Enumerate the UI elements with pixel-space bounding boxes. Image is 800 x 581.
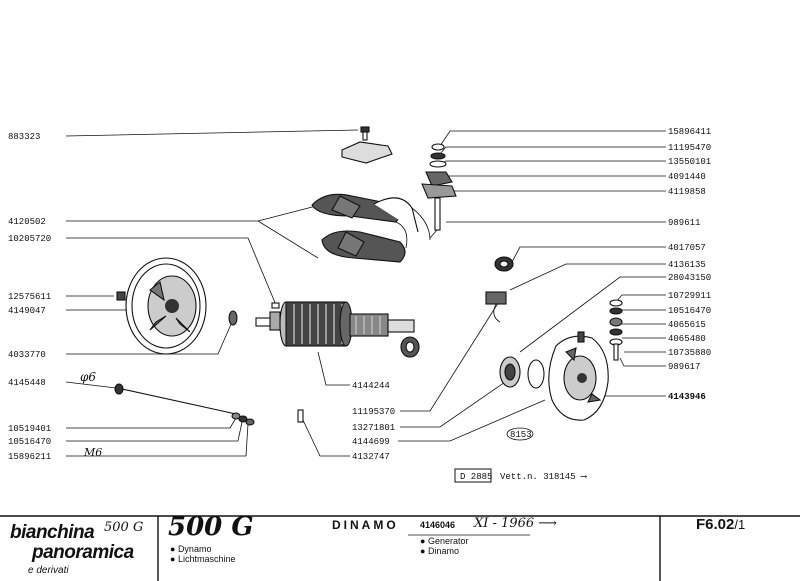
callout-10516470-left: 10516470: [8, 437, 51, 447]
pin-4132747-icon: [297, 409, 304, 423]
callout-4017057: 4017057: [668, 243, 706, 253]
callout-4144244: 4144244: [352, 381, 390, 391]
revision-stamp: [506, 427, 534, 441]
brand-line3: e derivati: [28, 565, 69, 576]
reference-note: D 2885 Vett.n. 318145 ⟶: [454, 468, 587, 483]
leader-11195470: [439, 146, 666, 155]
leader-13271801: [400, 379, 509, 428]
right-callouts: 15896411 11195470 13550101 4091440 41198…: [439, 127, 711, 402]
title-block: bianchina 500 G panoramica e derivati 50…: [0, 512, 800, 581]
callout-12575611: 12575611: [8, 292, 51, 302]
end-cover-pulley-icon: [116, 257, 207, 355]
reference-box: [454, 468, 492, 483]
callout-4120502: 4120502: [8, 217, 46, 227]
leader-15896411: [439, 130, 666, 147]
leader-10516470-left: [66, 421, 243, 442]
callout-4033770: 4033770: [8, 350, 46, 360]
callout-4065480: 4065480: [668, 334, 706, 344]
callout-4144699: 4144699: [352, 437, 390, 447]
desc-de-item: ● Lichtmaschine: [170, 554, 236, 564]
handwritten-m6: M6: [83, 446, 102, 459]
callout-4149047: 4149047: [8, 306, 46, 316]
leader-11195370: [400, 299, 501, 412]
leader-28043150: [519, 276, 666, 353]
leader-10519401: [66, 417, 237, 429]
leader-13550101: [439, 160, 666, 165]
callout-4132747: 4132747: [352, 452, 390, 462]
reference-note-text: Vett.n. 318145 ⟶: [500, 472, 587, 482]
end-housing-icon: [548, 331, 609, 421]
callout-989617: 989617: [668, 362, 700, 372]
clamp-plate-icon: [341, 141, 393, 164]
leader-4144699: [398, 399, 546, 442]
leader-4145448: [65, 381, 117, 389]
title-block-frame: [0, 515, 800, 581]
callout-10729911: 10729911: [668, 291, 711, 301]
brand-handwritten: 500 G: [104, 520, 144, 535]
desc-en-list: ● Generator ● Dinamo: [420, 536, 468, 556]
callout-4145448: 4145448: [8, 378, 46, 388]
seal-ring-icon: [527, 359, 545, 389]
left-callouts: 883323 4120502 10205720 12575611 4149047…: [8, 129, 359, 462]
leader-4017057: [511, 246, 666, 263]
leader-10205720: [66, 237, 277, 306]
leader-10729911: [615, 294, 666, 303]
callout-15896411: 15896411: [668, 127, 711, 137]
washer-4033770-icon: [228, 310, 238, 326]
callout-4119858: 4119858: [668, 187, 706, 197]
leader-15896211: [66, 423, 249, 457]
callout-10735880: 10735880: [668, 348, 711, 358]
desc-en-item: ● Generator: [420, 536, 469, 546]
callout-28043150: 28043150: [668, 273, 711, 283]
callout-4065615: 4065615: [668, 320, 706, 330]
desc-de-list: ● Dynamo ● Lichtmaschine: [170, 544, 235, 564]
callout-10519401: 10519401: [8, 424, 51, 434]
leader-883323: [65, 129, 359, 137]
screw-top-icon: [360, 126, 370, 141]
model-name: 500 G: [168, 512, 254, 542]
callout-4091440: 4091440: [668, 172, 706, 182]
leader-4144244: [317, 351, 350, 386]
callout-11195370: 11195370: [352, 407, 395, 417]
callout-15896211: 15896211: [8, 452, 51, 462]
brush-spring-icon: [494, 256, 514, 272]
date-handwritten: XI - 1966 ⟶: [474, 516, 557, 531]
screw-stack-right-icon: [609, 299, 623, 361]
desc-italian: DINAMO: [332, 518, 399, 532]
callout-10205720: 10205720: [8, 234, 51, 244]
doc-number: 4146046: [420, 520, 456, 530]
armature-icon: [255, 301, 420, 358]
key-10205720-icon: [271, 302, 280, 309]
bearing-icon: [499, 356, 521, 388]
leader-4132747: [301, 417, 350, 457]
leader-4033770: [66, 321, 233, 355]
desc-en-item: ● Dinamo: [420, 546, 459, 556]
brush-icon: [485, 291, 507, 323]
callout-11195470: 11195470: [668, 143, 711, 153]
terminal-post-icon: [421, 143, 457, 239]
center-callouts: 4144244 11195370 13271801 4144699 413274…: [301, 299, 546, 462]
callout-13550101: 13550101: [668, 157, 711, 167]
through-bolt-icon: [114, 383, 255, 426]
callout-13271801: 13271801: [352, 423, 395, 433]
callout-4136135: 4136135: [668, 260, 706, 270]
desc-de-item: ● Dynamo: [170, 544, 212, 554]
callout-989611: 989611: [668, 218, 700, 228]
leader-989617: [619, 357, 666, 367]
callout-4143946: 4143946: [668, 392, 706, 402]
brand-line1: bianchina: [10, 522, 95, 543]
sheet-number: F6.02/1: [696, 516, 746, 533]
reference-box-label: D 2885: [460, 472, 492, 482]
field-coils-icon: [311, 193, 431, 263]
brand-line2: panoramica: [32, 542, 134, 563]
callout-883323: 883323: [8, 132, 40, 142]
handwritten-phi6: φ6: [80, 370, 96, 384]
leader-4120502: [66, 204, 321, 259]
callout-8153: 8153: [510, 430, 532, 440]
callout-10516470-right: 10516470: [668, 306, 711, 316]
leader-4136135: [509, 263, 666, 291]
